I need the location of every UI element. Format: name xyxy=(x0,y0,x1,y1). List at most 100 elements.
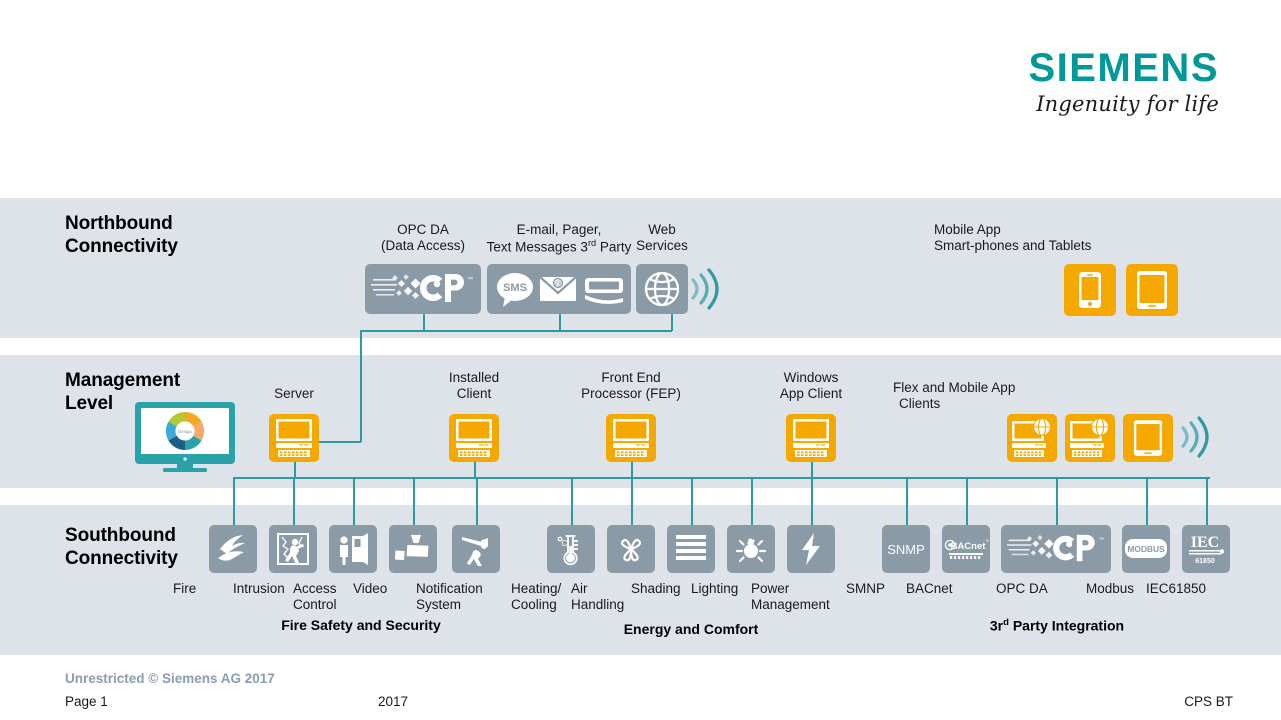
riser-opc-da xyxy=(1056,477,1058,525)
bacnet-logo-icon: BACnet ™ xyxy=(944,539,989,559)
smartphone-tile[interactable] xyxy=(1064,264,1116,316)
iec61850-tile[interactable]: IEC 61850 xyxy=(1182,525,1230,573)
cctv-camera-icon xyxy=(395,535,429,561)
windows-app-client-label-line1: Windows xyxy=(783,370,839,385)
riser-heating-cooling xyxy=(571,477,573,525)
group-title-energy-comfort: Energy and Comfort xyxy=(623,621,759,637)
riser-air-handling xyxy=(631,477,633,525)
messaging-tile[interactable]: SMS @ xyxy=(487,264,631,314)
tablet-icon xyxy=(1137,271,1167,309)
video-tile[interactable] xyxy=(389,525,437,573)
management-wifi-icon xyxy=(1181,416,1209,458)
svg-text:61850: 61850 xyxy=(1195,558,1215,565)
power-management-label-line1: Power xyxy=(751,581,790,596)
riser-bacnet xyxy=(966,477,968,525)
messaging-caption: E-mail, Pager, Text Messages 3rd Party xyxy=(449,222,669,255)
web-workstation-icon xyxy=(1012,418,1052,457)
server-caption: Server xyxy=(209,386,379,402)
tablet-tile[interactable] xyxy=(1126,264,1178,316)
power-management-label-line2: Management xyxy=(751,597,830,613)
lighting-tile[interactable] xyxy=(727,525,775,573)
footer-department: CPS BT xyxy=(1184,694,1233,709)
fep-caption: Front End Processor (FEP) xyxy=(546,370,716,402)
sms-bubble-icon: SMS xyxy=(497,273,533,307)
access-control-label: Access Control xyxy=(293,581,413,613)
svg-text:@: @ xyxy=(554,281,561,288)
svg-text:™: ™ xyxy=(985,539,989,545)
svg-text:SMS: SMS xyxy=(503,282,527,294)
opc-da-southbound-label-line1: OPC DA xyxy=(996,581,1048,596)
opc-logo-tile[interactable]: ™ xyxy=(365,264,481,314)
access-control-tile[interactable] xyxy=(329,525,377,573)
thermometer-icon: C xyxy=(557,535,578,566)
web-services-tile[interactable] xyxy=(636,264,688,314)
windows-app-client-tile[interactable] xyxy=(786,414,836,462)
air-handling-tile[interactable] xyxy=(607,525,655,573)
server-tile[interactable] xyxy=(269,414,319,462)
messaging-label-line2: Text Messages 3rd Party xyxy=(486,237,632,255)
installed-client-tile[interactable] xyxy=(449,414,499,462)
power-management-tile[interactable] xyxy=(787,525,835,573)
notification-label-line1: Notification xyxy=(416,581,483,596)
northbound-title-line2: Connectivity xyxy=(65,236,178,258)
svg-text:C: C xyxy=(562,539,568,548)
messaging-icons-group: SMS @ xyxy=(497,273,623,307)
fep-label-line1: Front End xyxy=(601,370,661,385)
evacuation-alert-icon xyxy=(462,537,488,566)
fire-tile[interactable] xyxy=(209,525,257,573)
footer-copyright: Unrestricted © Siemens AG 2017 xyxy=(65,671,275,686)
southbound-title-line2: Connectivity xyxy=(65,548,178,570)
riser-access-control xyxy=(353,477,355,525)
server-label-line1: Server xyxy=(274,386,314,401)
workstation-icon xyxy=(456,419,492,457)
third-party-title-sup: d xyxy=(1003,617,1009,628)
management-title-line2: Level xyxy=(65,393,114,415)
heating-cooling-label: Heating/ Cooling xyxy=(511,581,631,613)
connector-opc-drop xyxy=(423,312,425,331)
opc-da-caption: OPC DA (Data Access) xyxy=(338,222,508,254)
snmp-label-line1: SMNP xyxy=(846,581,886,596)
snmp-tile[interactable]: SNMP xyxy=(882,525,930,573)
modbus-tile[interactable]: MODBUS xyxy=(1122,525,1170,573)
southbound-title-line1: Southbound xyxy=(65,525,176,546)
opc-logo-icon: ™ xyxy=(371,274,473,302)
workstation-icon xyxy=(276,419,312,457)
riser-intrusion xyxy=(293,477,295,525)
heating-cooling-label-line1: Heating/ xyxy=(511,581,562,596)
northbound-wifi-icon xyxy=(691,268,719,310)
riser-notification xyxy=(476,477,478,525)
flex-client-tile-2[interactable] xyxy=(1065,414,1115,462)
workstation-icon xyxy=(793,419,829,457)
flex-clients-caption: Flex and Mobile App Clients xyxy=(893,380,1123,412)
notification-label-line2: System xyxy=(416,597,462,613)
bacnet-label-line1: BACnet xyxy=(906,581,953,596)
connector-northbound-bus xyxy=(360,330,672,332)
fep-label-line2: Processor (FEP) xyxy=(581,385,681,401)
notification-tile[interactable] xyxy=(452,525,500,573)
flex-client-tablet-tile[interactable] xyxy=(1123,414,1173,462)
snmp-label: SMNP xyxy=(846,581,966,597)
installed-client-label-line2: Client xyxy=(456,385,492,401)
workstation-icon xyxy=(613,419,649,457)
windows-app-client-caption: Windows App Client xyxy=(726,370,896,402)
riser-modbus xyxy=(1146,477,1148,525)
opc-da-tile[interactable]: ™ xyxy=(1001,525,1111,573)
southbound-row-title: Southbound Connectivity xyxy=(65,524,178,570)
flex-clients-label-line1: Flex and Mobile App xyxy=(893,380,1016,395)
svg-text:BACnet: BACnet xyxy=(951,541,987,552)
flex-client-tile-1[interactable] xyxy=(1007,414,1057,462)
bacnet-tile[interactable]: BACnet ™ xyxy=(942,525,990,573)
messaging-label-line1: E-mail, Pager, xyxy=(516,222,602,237)
svg-text:MODBUS: MODBUS xyxy=(1127,544,1165,554)
fep-tile[interactable] xyxy=(606,414,656,462)
access-control-label-line2: Control xyxy=(293,597,337,613)
intrusion-tile[interactable] xyxy=(269,525,317,573)
heating-cooling-tile[interactable]: C xyxy=(547,525,595,573)
management-title-line1: Management xyxy=(65,370,181,391)
riser-snmp xyxy=(906,477,908,525)
flame-icon xyxy=(218,535,245,561)
shading-tile[interactable] xyxy=(667,525,715,573)
globe-icon xyxy=(644,271,680,307)
svg-text:IEC: IEC xyxy=(1191,534,1219,551)
